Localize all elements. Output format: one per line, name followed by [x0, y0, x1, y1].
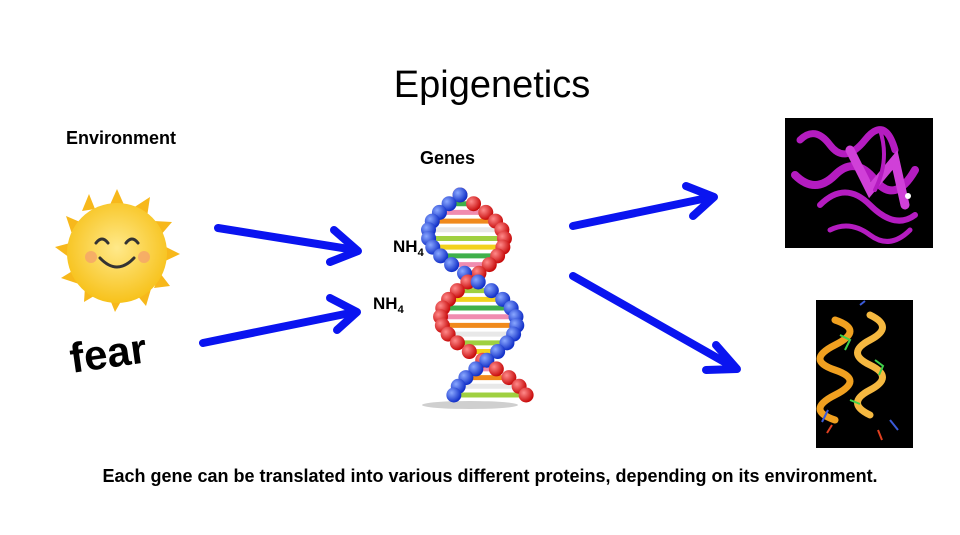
dna-nucleotide [461, 344, 477, 360]
arrow-fear-to-genes [199, 294, 361, 347]
caption: Each gene can be translated into various… [102, 466, 878, 486]
dna-nucleotide [488, 361, 504, 377]
helix-protein-icon [816, 300, 913, 448]
dna-nucleotide [444, 257, 460, 273]
fear-word: fear [67, 324, 150, 381]
dna-nucleotide [460, 274, 476, 290]
dna-nucleotide [433, 248, 449, 264]
dna-nucleotide [468, 361, 484, 377]
dna-nucleotide [441, 196, 457, 212]
dna-nucleotide [466, 196, 482, 212]
dna-nucleotide [446, 387, 462, 403]
environment-label: Environment [66, 128, 177, 148]
dna-shadow [422, 401, 518, 409]
dna-nucleotide [481, 257, 497, 273]
nh4-label-bottom: NH4 [373, 294, 404, 316]
dna-nucleotide [452, 187, 468, 203]
dna-nucleotide [470, 274, 486, 290]
dna-helix-icon [420, 187, 534, 409]
arrow-environment-to-genes [214, 224, 362, 266]
dna-nucleotide [479, 352, 495, 368]
svg-text:fear: fear [67, 324, 150, 381]
protein-structure-icon [785, 118, 933, 248]
dna-nucleotide [490, 344, 506, 360]
dna-nucleotide [501, 370, 517, 386]
dna-nucleotide [483, 283, 499, 299]
arrow-genes-to-protein-bottom [569, 272, 741, 374]
dna-nucleotide [478, 204, 494, 220]
dna-nucleotide [518, 387, 534, 403]
arrow-genes-to-protein-top [569, 182, 718, 230]
page-title: Epigenetics [393, 64, 591, 106]
genes-label: Genes [420, 148, 476, 168]
sun-icon [55, 189, 180, 312]
dna-nucleotide [449, 335, 465, 351]
nh4-label-top: NH4 [393, 237, 424, 259]
